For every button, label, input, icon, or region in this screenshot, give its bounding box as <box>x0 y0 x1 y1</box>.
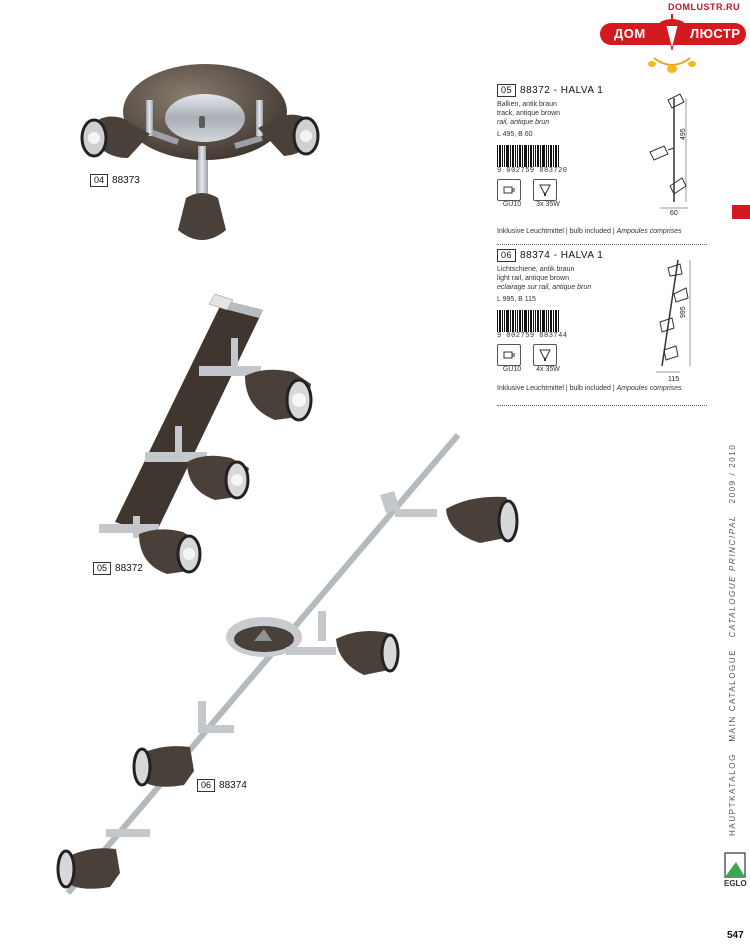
photo-label-88374: 06 88374 <box>197 779 247 792</box>
product-info-88372: 05 88372 - HALVA 1 Balken, antik braun t… <box>497 84 707 235</box>
separator <box>497 405 707 406</box>
drawing-width-88374: 115 <box>668 376 680 383</box>
product-footer: Inklusive Leuchtmittel | bulb included |… <box>497 385 682 392</box>
photo-label-88373: 04 88373 <box>90 174 140 187</box>
gu10-socket-icon <box>497 344 521 366</box>
technical-drawing-88372 <box>649 93 688 209</box>
barcode-icon <box>497 310 567 332</box>
brand-name: EGLO <box>724 879 747 888</box>
technical-drawing-88374 <box>656 259 691 373</box>
eglo-logo-icon <box>724 852 746 878</box>
bulb-icon <box>533 344 557 366</box>
product-footer: Inklusive Leuchtmittel | bulb included |… <box>497 228 682 235</box>
bulb-icon <box>533 179 557 201</box>
drawing-width-88372: 60 <box>670 210 678 217</box>
drawing-height-88374: 995 <box>680 306 687 318</box>
separator <box>497 244 707 245</box>
product-dimensions: L 495, B 60 <box>497 131 533 138</box>
product-info-88374: 06 88374 - HALVA 1 Lichtschiene, antik b… <box>497 249 707 392</box>
page-number: 547 <box>727 930 744 941</box>
product-photo-88372 <box>99 293 313 574</box>
logo-word-left: ДОМ <box>614 26 646 41</box>
barcode-number: 9 002759 883720 <box>497 167 568 175</box>
catalogue-sidebar-text: HAUPTKATALOG MAIN CATALOGUE CATALOGUE PR… <box>728 443 737 836</box>
product-photo-88374 <box>56 433 519 895</box>
product-dimensions: L 995, B 115 <box>497 296 536 303</box>
barcode-icon <box>497 145 567 167</box>
product-photo-88373 <box>80 64 320 240</box>
drawing-height-88372: 495 <box>680 128 687 140</box>
domlustr-logo: ДОМ ЛЮСТР <box>598 14 746 74</box>
logo-word-right: ЛЮСТР <box>690 26 741 41</box>
photo-label-88372: 05 88372 <box>93 562 143 575</box>
barcode-number: 9 002759 883744 <box>497 332 568 340</box>
logo-url: DOMLUSTR.RU <box>668 2 740 12</box>
product-title: 06 88374 - HALVA 1 <box>497 249 707 262</box>
gu10-socket-icon <box>497 179 521 201</box>
product-title: 05 88372 - HALVA 1 <box>497 84 707 97</box>
section-tab-marker <box>732 205 750 219</box>
chandelier-logo-icon <box>600 14 746 73</box>
